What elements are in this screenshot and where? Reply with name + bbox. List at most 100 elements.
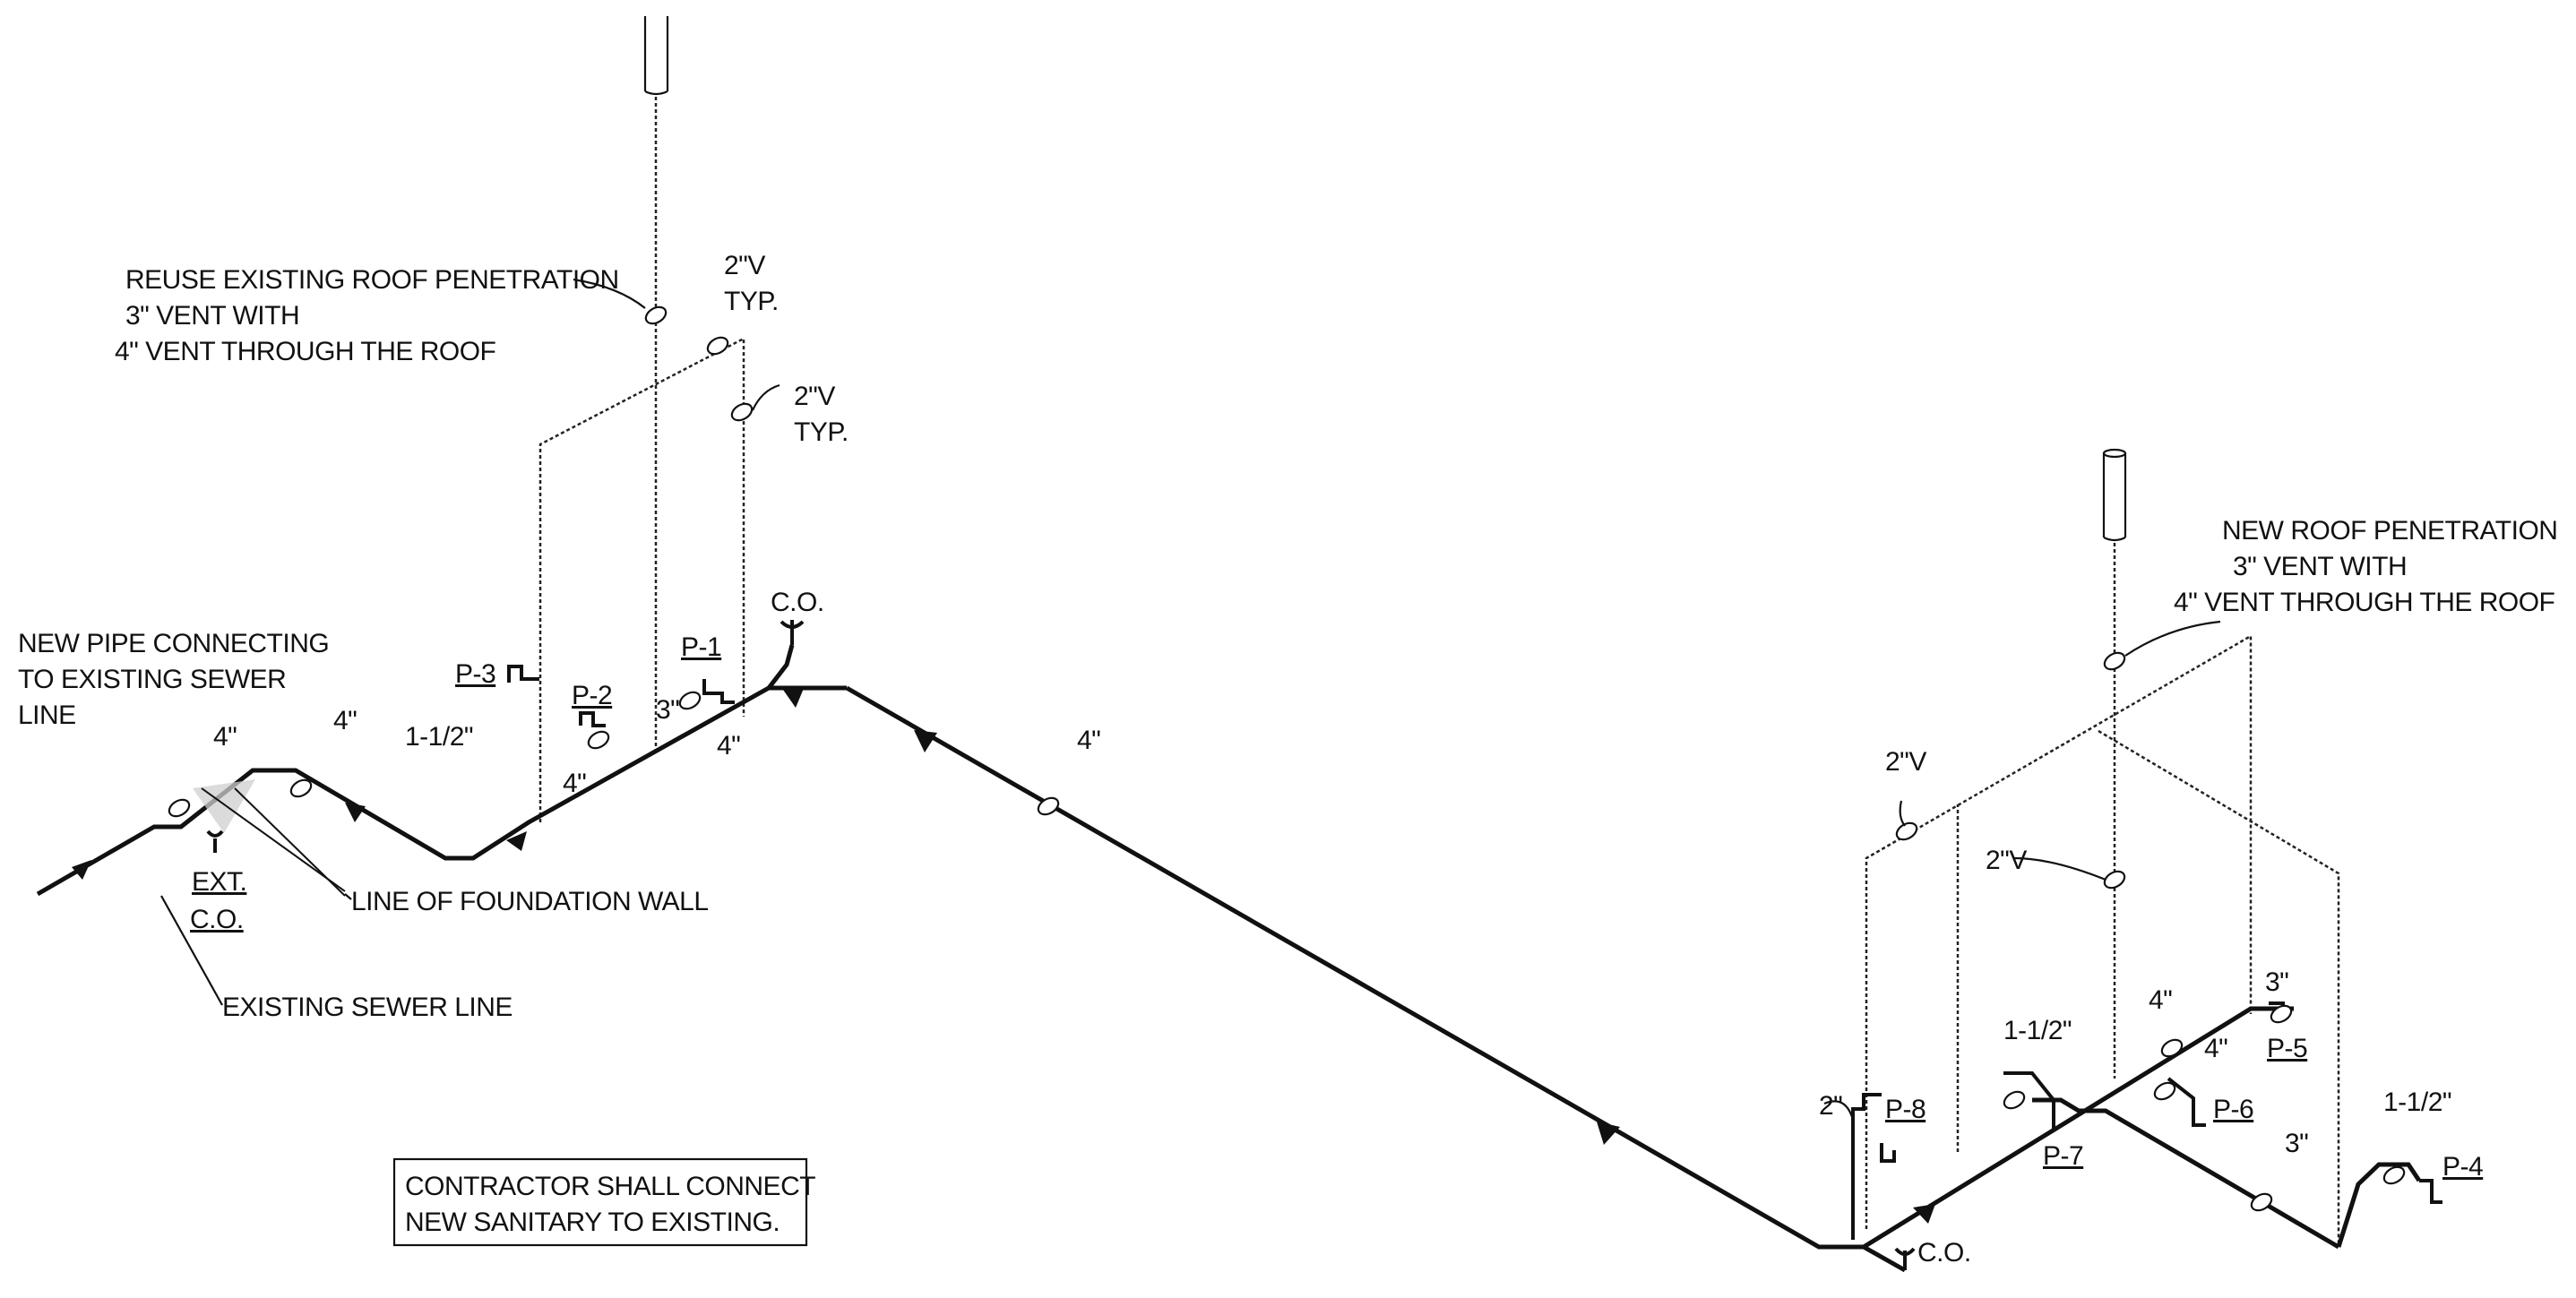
flow-arrow [506,831,527,851]
size-label-3: 3" [2265,967,2288,997]
svg-text:EXT.: EXT. [192,867,246,897]
svg-text:NEW PIPE CONNECTING: NEW PIPE CONNECTING [18,629,329,658]
size-label-4: 4" [1077,726,1100,755]
p-trap-p8 [1880,1143,1896,1163]
size-label-4: 4" [213,722,237,752]
fixture-label-p2: P-2 [572,681,612,710]
svg-text:3" VENT WITH: 3" VENT WITH [2233,552,2407,581]
size-label-4: 4" [2149,985,2172,1015]
size-label-4: 4" [2204,1034,2227,1063]
fixture-label-p7: P-7 [2043,1141,2083,1171]
cleanout-label-left: C.O. [771,588,824,617]
size-tag [587,730,610,750]
cleanout-icon [206,830,224,853]
svg-text:TYP.: TYP. [724,287,779,316]
size-label-3: 3" [656,695,679,725]
note-foundation-wall: LINE OF FOUNDATION WALL [351,887,709,916]
existing-vent-stack [643,16,669,754]
size-tag [678,691,702,710]
p-trap-p7 [2003,1071,2055,1129]
label-vent-typ-top: 2"V TYP. [724,251,779,316]
size-tag [2153,1081,2176,1101]
size-tag [2270,1004,2293,1024]
fixture-label-p8: P-8 [1885,1095,1926,1124]
right-vent-network [1865,633,2340,1247]
size-tags [168,305,2406,1212]
flow-arrow [914,730,937,752]
fixture-label-p4: P-4 [2442,1152,2483,1182]
leader-lines [160,278,2221,1121]
p-trap-p4 [2419,1179,2442,1204]
p-trap-p1 [702,679,735,704]
note-existing-sewer: EXISTING SEWER LINE [222,993,513,1022]
size-label-2v: 2"V [1986,846,2027,875]
size-tag [168,798,191,818]
size-tag [2103,651,2126,671]
left-vent-network [538,336,745,822]
svg-text:TYP.: TYP. [794,417,849,447]
fixture-label-p6: P-6 [2213,1095,2253,1124]
label-vent-typ-mid: 2"V TYP. [794,382,849,447]
flow-arrow [1913,1204,1935,1224]
size-tag [2103,870,2126,890]
note-new-roof: NEW ROOF PENETRATION 3" VENT WITH 4" VEN… [2174,516,2558,617]
size-label-4: 4" [717,731,740,761]
cleanout-icon [780,620,805,645]
size-tag [706,336,729,356]
note-new-pipe: NEW PIPE CONNECTING TO EXISTING SEWER LI… [18,629,330,730]
svg-text:REUSE EXISTING ROOF PENETRATIO: REUSE EXISTING ROOF PENETRATION [125,265,619,295]
cleanout-icon [1894,1247,1916,1270]
note-reuse-roof: REUSE EXISTING ROOF PENETRATION 3" VENT … [115,265,619,366]
size-tag [2003,1090,2026,1110]
size-tag [289,778,313,798]
svg-text:NEW ROOF PENETRATION: NEW ROOF PENETRATION [2222,516,2557,546]
fixture-label-p3: P-3 [455,659,495,689]
cleanout-label-right: C.O. [1917,1238,1971,1268]
svg-text:CONTRACTOR SHALL CONNECT: CONTRACTOR SHALL CONNECT [405,1172,815,1201]
svg-text:2"V: 2"V [794,382,835,411]
size-tag [2250,1192,2273,1212]
svg-text:3" VENT WITH: 3" VENT WITH [125,301,299,331]
size-tag [1895,821,1918,841]
p-trap-p6 [2167,1077,2206,1127]
ext-cleanout-label: EXT. C.O. [190,867,247,934]
size-label-2v: 2"V [1885,747,1926,777]
size-label-1-1-2: 1-1/2" [405,722,473,752]
fixture-label-p5: P-5 [2267,1034,2307,1063]
size-label-2: 2" [1819,1091,1842,1121]
p-trap-p2 [579,711,606,727]
left-sanitary-main [36,644,847,897]
svg-text:4" VENT THROUGH THE ROOF: 4" VENT THROUGH THE ROOF [115,337,496,366]
svg-text:NEW SANITARY TO EXISTING.: NEW SANITARY TO EXISTING. [405,1208,780,1237]
size-label-3: 3" [2285,1129,2308,1158]
flow-arrows-left [72,686,805,880]
p-trap-p3 [507,665,539,683]
size-tag [2160,1038,2184,1058]
svg-text:TO EXISTING SEWER: TO EXISTING SEWER [18,665,286,694]
flow-arrow [1597,1122,1620,1145]
flow-arrow [72,860,91,880]
main-trunk [845,685,1864,1250]
size-label-1-1-2: 1-1/2" [2383,1087,2451,1117]
size-label-4: 4" [563,769,586,798]
contractor-note-box: CONTRACTOR SHALL CONNECT NEW SANITARY TO… [392,1157,816,1247]
size-label-4: 4" [333,706,357,735]
svg-text:C.O.: C.O. [190,905,244,934]
new-vent-stack [2102,448,2127,1079]
fixture-label-p1: P-1 [681,632,721,662]
right-sanitary-piping [1819,1006,2422,1273]
size-tag [730,402,754,422]
flow-arrow [345,803,366,822]
flow-arrow [783,686,805,708]
cleanout-symbols [206,620,1916,1270]
svg-text:2"V: 2"V [724,251,765,280]
fixture-traps [507,665,2442,1240]
size-tag [2382,1165,2406,1185]
size-label-1-1-2: 1-1/2" [2003,1016,2072,1045]
size-tag [644,305,668,325]
svg-text:LINE: LINE [18,701,76,730]
foundation-wall-hatch [193,779,346,897]
size-tag [1037,796,1060,816]
svg-text:4" VENT THROUGH THE ROOF: 4" VENT THROUGH THE ROOF [2174,588,2555,617]
